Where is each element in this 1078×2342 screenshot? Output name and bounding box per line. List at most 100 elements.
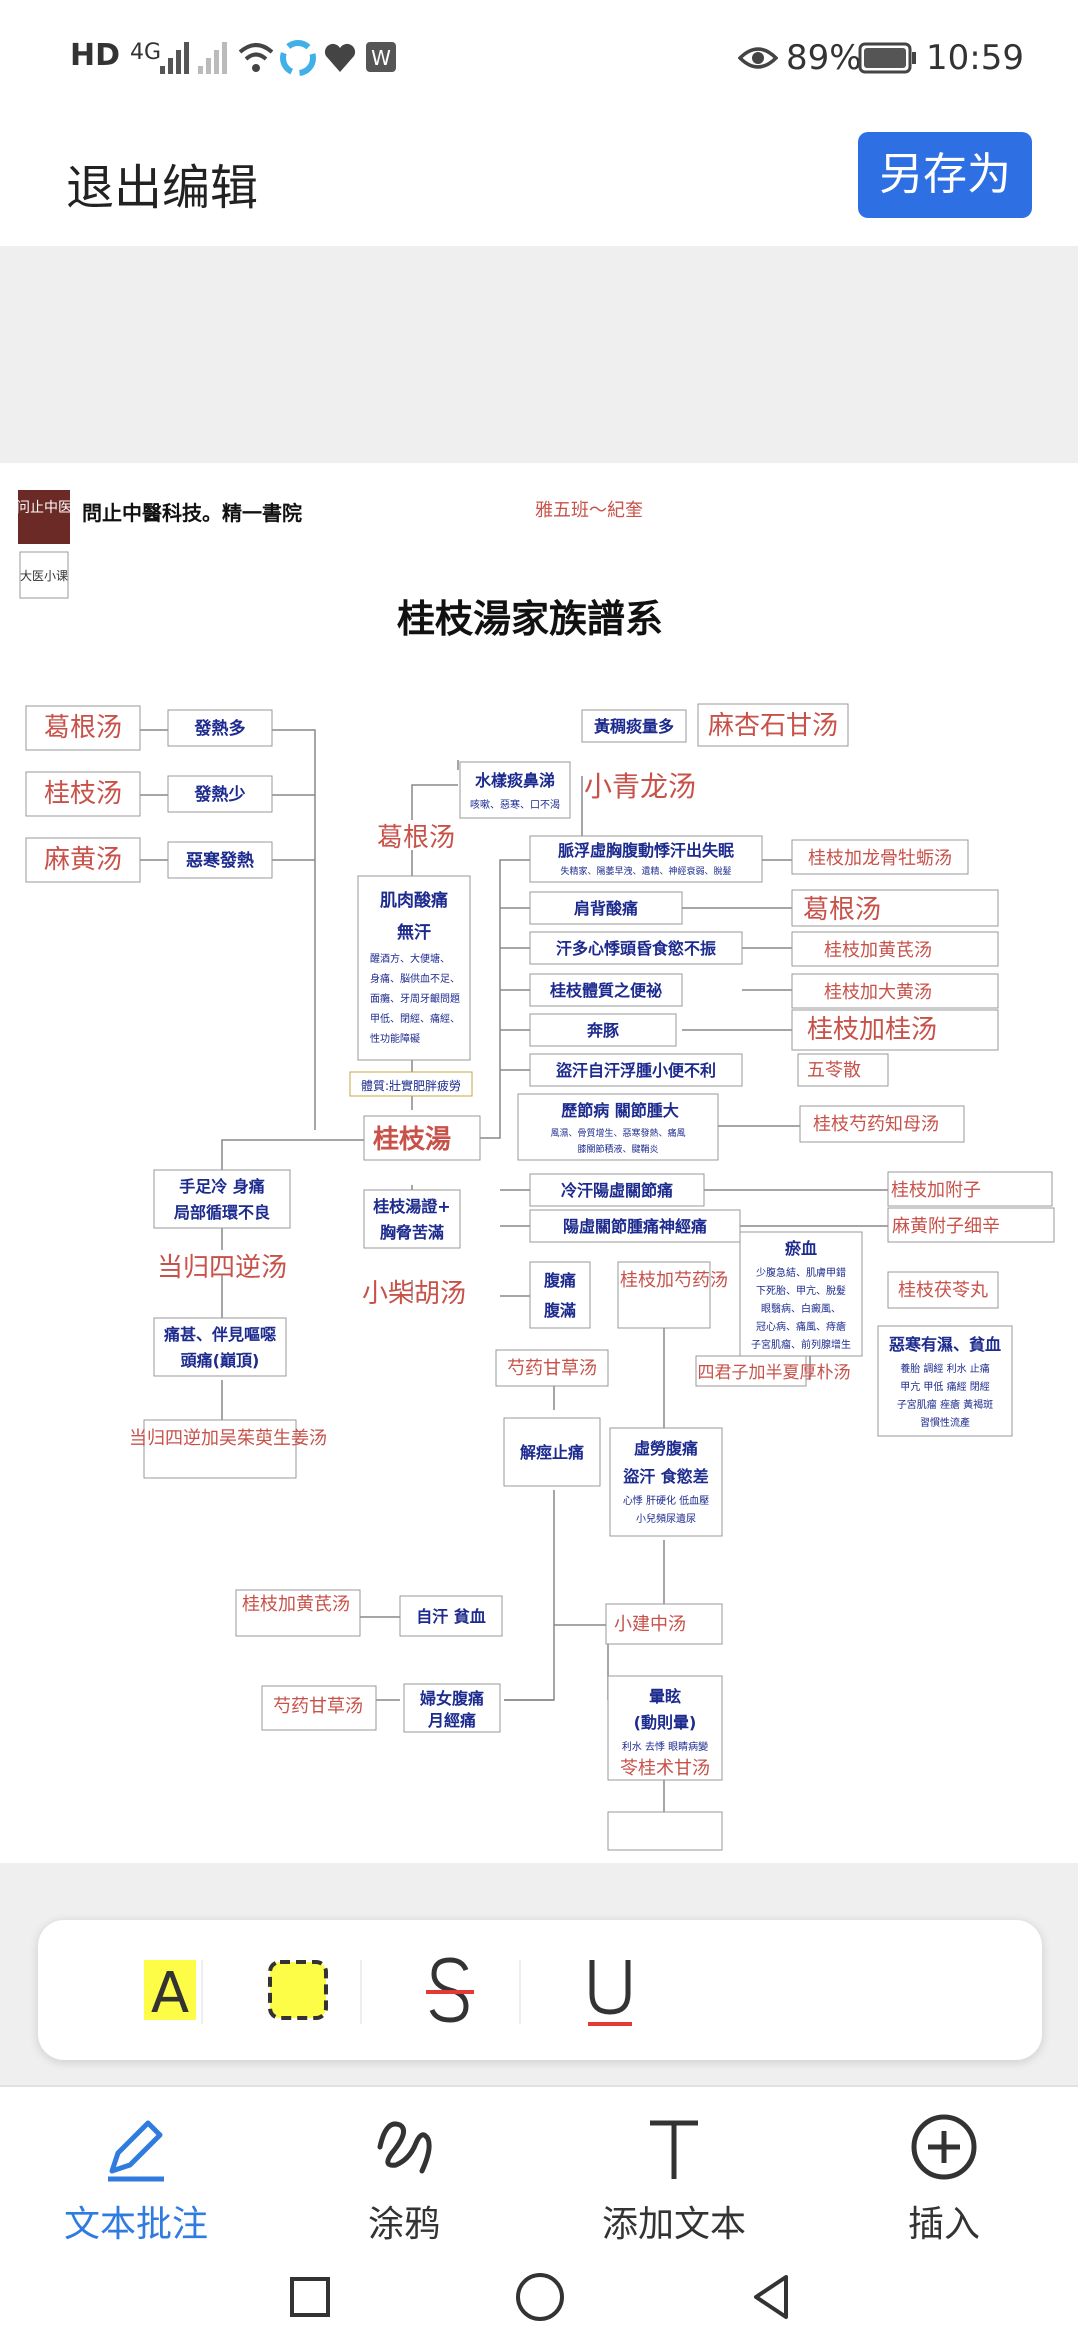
exit-edit-button[interactable]: 退出编辑 (66, 160, 259, 216)
node-shouzu (153, 1169, 291, 1229)
node-text: 惡寒有濕、貧血 (889, 1335, 1001, 1354)
battery-percent: 89% (786, 38, 862, 78)
node-text: 盜汗自汗浮腫小便不利 (556, 1061, 716, 1080)
nav-label: 文本批注 (63, 2204, 208, 2245)
node-text: 局部循環不良 (174, 1203, 270, 1222)
node-huangqi-2 (235, 1589, 361, 1637)
signal-icon (160, 42, 189, 74)
node-text: 發熱少 (194, 784, 246, 805)
nav-label: 插入 (907, 2204, 980, 2245)
back-button[interactable] (742, 2267, 802, 2327)
node-text: 醒酒方、大便塘、 (370, 952, 450, 965)
node-text: 麻杏石甘汤 (708, 711, 838, 741)
node-danggui-wuyu (143, 1419, 297, 1479)
nav-label: 涂鸦 (367, 2204, 440, 2245)
node-text: 風濕、骨質增生、惡寒發熱、痛風 (550, 1127, 685, 1139)
node-text: 肌肉酸痛 (380, 890, 448, 911)
annotation-toolbar: A (38, 1920, 1042, 2060)
node-text: 盜汗 食慾差 (623, 1467, 709, 1486)
node-text: 習慣性流產 (920, 1416, 970, 1429)
node-text: 桂枝體質之便祕 (549, 981, 662, 1000)
node-text: 桂枝加芍药汤 (620, 1270, 728, 1291)
wps-icon: W (366, 42, 396, 72)
node-text: 婦女腹痛 (419, 1689, 484, 1708)
node-text: 性功能障礙 (370, 1032, 420, 1045)
node-text: 瘀血 (785, 1239, 817, 1258)
node-jiejing (503, 1417, 601, 1487)
node-text: 小兒頻尿遺尿 (636, 1512, 696, 1525)
node-dahuang (791, 973, 999, 1009)
logo-mark (18, 490, 70, 544)
document-page[interactable]: 问止中医 大医小课 問止中醫科技。精一書院 雅五班～紀奎 桂枝湯家族譜系 (0, 463, 1078, 1863)
node-text: 子宮肌瘤 痤瘡 黃褐斑 (897, 1398, 993, 1411)
node-text: 冷汗陽虛關節痛 (561, 1181, 673, 1200)
node-text: 子宮肌瘤、前列腺增生 (751, 1338, 851, 1351)
highlight-icon: A (144, 1960, 196, 2026)
node-xuanyun (607, 1675, 723, 1781)
svg-text:A: A (151, 1961, 189, 2026)
strikethrough-tool-button[interactable] (402, 1942, 498, 2038)
node-text: (動則暈) (634, 1713, 697, 1732)
clock-time: 10:59 (926, 38, 1024, 78)
node-shaoyao-gancao-1 (495, 1349, 609, 1387)
node-text: 桂枝汤 (44, 779, 122, 809)
node-guizhi-left (25, 771, 141, 817)
node-jianbei (529, 891, 683, 925)
text-icon (650, 2120, 698, 2179)
node-text: 自汗 貧血 (416, 1607, 486, 1626)
node-sijunzi (695, 1355, 807, 1387)
nav-insert[interactable]: 插入 (844, 2097, 1044, 2247)
nav-label: 添加文本 (601, 2204, 746, 2245)
node-text: 桂枝茯苓丸 (898, 1280, 988, 1301)
node-yuxue (739, 1231, 863, 1357)
org-name: 問止中醫科技。精一書院 (82, 501, 302, 525)
toolbar-divider (360, 1960, 362, 2024)
svg-text:W: W (371, 46, 391, 70)
node-text: 下死胎、甲亢、脫髮 (756, 1284, 846, 1297)
underline-icon (588, 1960, 632, 2026)
node-wuhan-fare (167, 841, 273, 879)
nav-text-annotate[interactable]: 文本批注 (36, 2097, 236, 2247)
node-linggui: 苓桂术甘汤 (620, 1758, 710, 1779)
node-shaoyao-gancao-2 (261, 1685, 377, 1731)
editor-top-bar: 退出编辑 另存为 (0, 120, 1078, 248)
save-as-button[interactable]: 另存为 (858, 132, 1032, 218)
logo-badge (19, 551, 69, 599)
node-text: 冠心病、痛風、痔瘡 (756, 1320, 846, 1333)
node-text: 發熱多 (194, 718, 246, 739)
node-text: 虛勞腹痛 (634, 1439, 698, 1458)
node-text: 桂枝加龙骨牡蛎汤 (808, 848, 952, 869)
node-text: 黃稠痰量多 (593, 717, 674, 736)
node-text: 桂枝湯 (373, 1125, 451, 1155)
app-icon (280, 40, 316, 76)
node-huangchou (581, 709, 687, 743)
strikethrough-icon (426, 1957, 474, 2023)
node-text: 水樣痰鼻涕 (475, 771, 555, 790)
nav-doodle[interactable]: 涂鸦 (304, 2097, 504, 2247)
recent-apps-button[interactable] (280, 2267, 340, 2327)
node-text: 心悸 肝硬化 低血壓 (623, 1494, 709, 1507)
node-text: 痛甚、伴見嘔噁 (163, 1325, 276, 1344)
node-shuiyang (459, 761, 571, 819)
node-yangxu (529, 1209, 741, 1243)
logo-text: 问止中医 (16, 500, 72, 516)
node-text: 歷節病 關節腫大 (561, 1101, 679, 1120)
nav-add-text[interactable]: 添加文本 (574, 2097, 774, 2247)
node-text: 芍药甘草汤 (507, 1358, 597, 1379)
node-xiaoqinglong: 小青龙汤 (584, 770, 696, 803)
underline-tool-button[interactable] (562, 1942, 658, 2038)
node-text: 肩背酸痛 (574, 899, 638, 918)
area-highlight-tool-button[interactable] (250, 1942, 346, 2038)
highlight-tool-button[interactable]: A (122, 1942, 218, 2038)
node-tizhi-bianmi (529, 973, 683, 1007)
node-text: 無汗 (397, 922, 431, 943)
home-button[interactable] (510, 2267, 570, 2327)
node-text: 葛根汤 (803, 895, 881, 925)
node-text: 膝關節積液、腱鞘炎 (577, 1143, 658, 1155)
node-text: 麻黄汤 (44, 845, 122, 875)
node-text: 頭痛(巔頂) (181, 1351, 260, 1370)
node-empty (607, 1811, 723, 1851)
hd-indicator: HD (70, 38, 121, 73)
node-text: 桂枝湯證+ (372, 1197, 450, 1216)
node-gegen-left (25, 705, 141, 751)
